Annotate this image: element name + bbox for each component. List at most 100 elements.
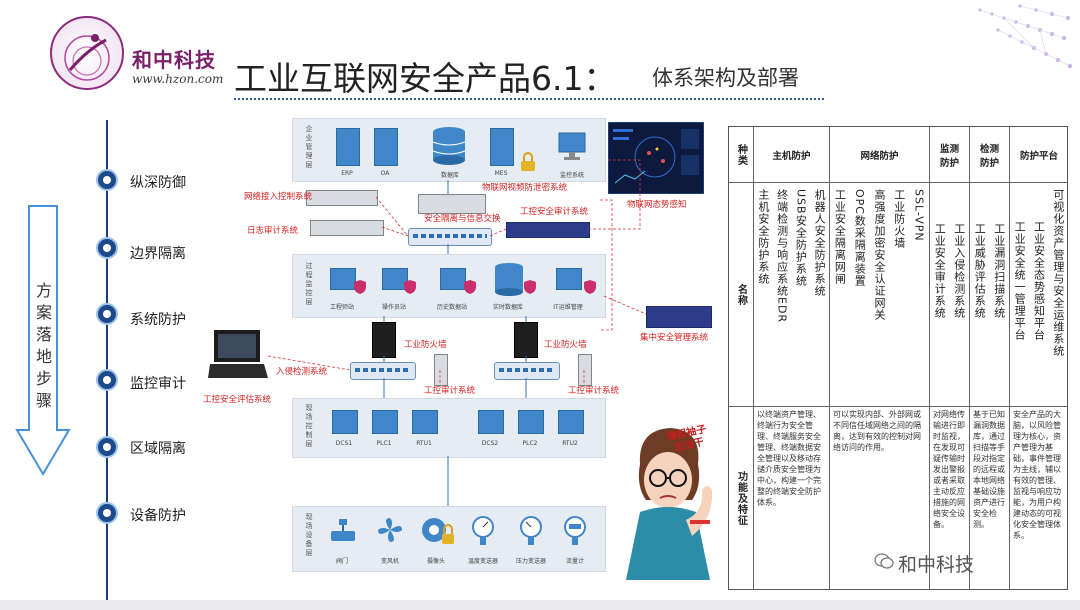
timeline-step-4: 监控审计	[130, 376, 186, 392]
timeline-step-6: 设备防护	[130, 508, 186, 524]
item-platform-2: 可视化资产管理与安全运维系统	[1051, 189, 1065, 357]
device-label: RTU2	[562, 440, 578, 447]
label-intrusion-detection: 入侵检测系统	[276, 367, 328, 377]
lock-icon	[521, 152, 535, 171]
device-label: ERP	[341, 170, 353, 177]
desc-network: 可以实现内部、外部网或不同信任域网络之间的隔离，达到有效的控制对网络访问的作用。	[830, 407, 930, 589]
item-platform-1: 工业安全态势感知平台	[1032, 221, 1046, 341]
database-icon	[432, 127, 466, 165]
desc-platform: 安全产品的大脑，以风险管理为核心，资产管理为基础，事件管理为主线，辅以有效的管理…	[1013, 410, 1061, 540]
timeline-node	[96, 303, 118, 325]
monitor-icon	[558, 132, 586, 160]
layer-label-monitor: 过程监控层	[305, 262, 313, 306]
device-label: 工程师站	[329, 304, 354, 311]
database-icon	[495, 263, 523, 296]
host-items: 主机安全防护系统 终端检测与响应系统EDR USB安全防护系统 机器人安全防护系…	[754, 183, 830, 407]
label-central-management: 集中安全管理系统	[640, 333, 709, 343]
device-label: RTU1	[416, 440, 432, 447]
network-items: 工业安全隔离网闸 OPC数采隔离装置 高强度加密安全认证网关 工业防火墙 SSL…	[830, 183, 930, 407]
timeline-node	[96, 436, 118, 458]
shield-icon	[464, 280, 476, 294]
label-situation-awareness: 物联网态势感知	[627, 200, 687, 210]
timeline-node	[96, 169, 118, 191]
item-network-2: 高强度加密安全认证网关	[872, 189, 886, 321]
timeline-line	[106, 120, 108, 600]
device-label: DCS2	[481, 440, 499, 447]
device-label: 历史数据站	[436, 304, 467, 311]
device-label: MES	[494, 170, 508, 177]
device-label: 监控系统	[559, 172, 584, 179]
device-label: DCS1	[335, 440, 353, 447]
timeline-node	[96, 369, 118, 391]
category-network: 网络防护	[830, 127, 930, 183]
controller-icon	[518, 410, 544, 434]
timeline-node	[96, 237, 118, 259]
shield-icon	[354, 280, 366, 294]
device-label: 变风机	[380, 558, 399, 565]
device-label: 数据库	[440, 172, 459, 179]
audit-probe-2	[578, 354, 592, 386]
footer-bar	[0, 600, 1080, 610]
desc-monitor: 对网络传输进行即时监视，在发现可疑传输时发出警报或者采取主动反应措施的网络安全设…	[930, 407, 970, 589]
monitor-items: 工业安全审计系统 工业入侵检测系统	[930, 183, 970, 407]
platform-items: 工业安全统一管理平台 工业安全态势感知平台 可视化资产管理与安全运维系统	[1010, 183, 1068, 407]
industrial-firewall-1	[372, 322, 396, 358]
product-table: 种类 主机防护 网络防护 监测防护 检测防护 防护平台 名称 主机安全防护系统 …	[728, 126, 1068, 590]
item-network-0: 工业安全隔离网闸	[833, 189, 847, 285]
controller-icon	[332, 410, 358, 434]
item-network-3: 工业防火墙	[892, 189, 906, 249]
desc-host: 以终端资产管理、终端行为安全管理、终端服务安全管理、终端数据安全管理以及移动存储…	[754, 407, 830, 589]
table-header-name: 名称	[729, 183, 754, 407]
workstation-icon	[330, 268, 356, 290]
label-industrial-firewall-1: 工业防火墙	[404, 340, 447, 350]
device-label: 操作员站	[381, 304, 406, 311]
device-label: PLC1	[376, 440, 392, 447]
device-label: 阀门	[335, 558, 348, 565]
page-subtitle: 体系架构及部署	[652, 66, 799, 90]
workstation-icon	[556, 268, 582, 290]
label-video-leak: 物联网视频防泄密系统	[482, 183, 568, 193]
field-switch-1	[350, 362, 416, 380]
device-label: 压力变送器	[515, 558, 546, 565]
item-platform-0: 工业安全统一管理平台	[1013, 221, 1027, 341]
laptop-icon	[208, 330, 268, 378]
item-detect-1: 工业漏洞扫描系统	[992, 223, 1006, 319]
camera-icon	[422, 518, 454, 544]
map-icon	[613, 129, 699, 184]
situation-awareness-screen	[608, 122, 704, 194]
industrial-audit-appliance	[506, 222, 590, 238]
audit-probe-1	[434, 354, 448, 386]
item-monitor-0: 工业安全审计系统	[933, 223, 947, 319]
layer-label-enterprise: 企业管理层	[305, 125, 313, 169]
detect-items: 工业威胁评估系统 工业漏洞扫描系统	[970, 183, 1010, 407]
timeline-step-1: 纵深防御	[130, 175, 186, 191]
server-icon	[374, 128, 398, 166]
layer-label-control: 现场控制层	[305, 404, 313, 448]
security-gateway-appliance	[418, 194, 486, 214]
timeline-step-2: 边界隔离	[130, 246, 186, 262]
label-industrial-audit-2: 工控审计系统	[568, 386, 620, 396]
category-detect: 检测防护	[970, 127, 1010, 183]
table-header-func: 功能及特征	[729, 407, 754, 589]
server-icon	[490, 128, 514, 166]
field-switch-2	[494, 362, 560, 380]
wechat-icon	[874, 553, 894, 569]
cartoon-worker-illustration	[618, 416, 718, 580]
item-host-3: 机器人安全防护系统	[813, 189, 827, 297]
workstation-icon	[382, 268, 408, 290]
industrial-firewall-2	[514, 322, 538, 358]
label-industrial-firewall-2: 工业防火墙	[544, 340, 587, 350]
timeline-step-5: 区域隔离	[130, 441, 186, 457]
label-industrial-audit-top: 工控安全审计系统	[520, 207, 589, 217]
device-label: PLC2	[522, 440, 538, 447]
title-underline	[234, 98, 824, 100]
category-host: 主机防护	[754, 127, 830, 183]
controller-icon	[558, 410, 584, 434]
core-switch	[408, 228, 492, 246]
arrow-label: 方案落地步骤	[35, 281, 52, 410]
page-title: 工业互联网安全产品6.1：	[234, 59, 617, 98]
device-label: 流量计	[565, 558, 584, 565]
temperature-gauge-icon	[472, 516, 494, 545]
company-logo	[50, 16, 124, 90]
label-network-access: 网络接入控制系统	[244, 192, 313, 202]
